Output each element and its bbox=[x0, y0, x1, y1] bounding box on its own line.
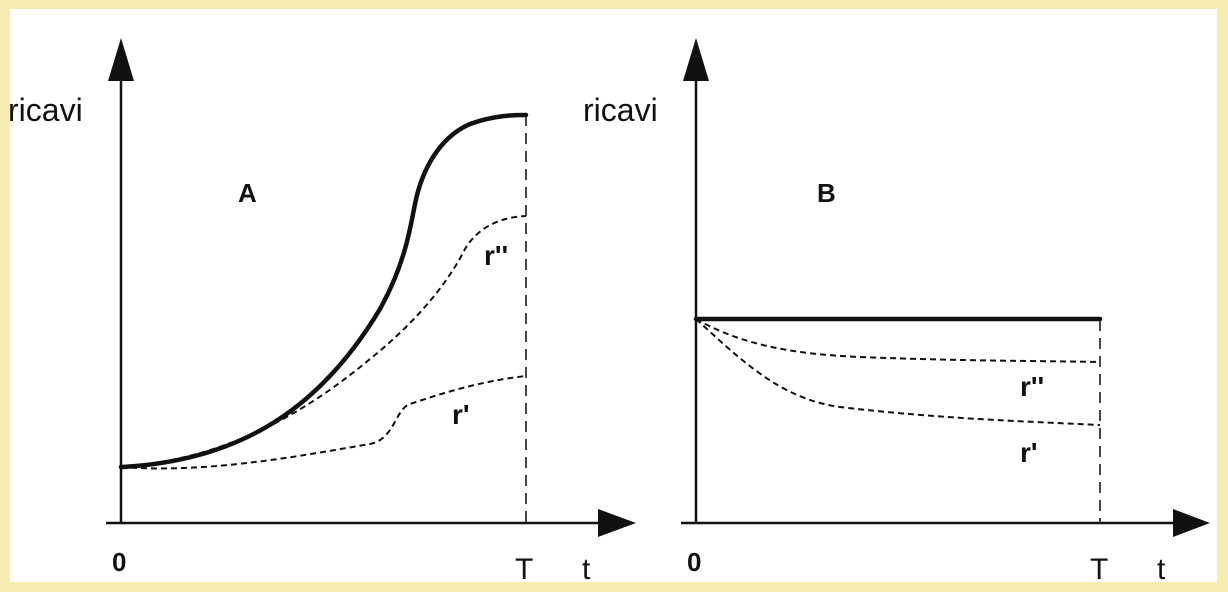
curve-r-double-a bbox=[120, 215, 527, 468]
y-axis-arrow-a bbox=[108, 38, 134, 81]
diagram-canvas: ricavi A r'' r' 0 T t ricavi B r'' r' 0 … bbox=[10, 38, 1210, 582]
curve-label-r-double-a: r'' bbox=[484, 240, 508, 271]
panel-label-b: B bbox=[817, 178, 836, 208]
x-axis-label-a: t bbox=[582, 553, 591, 582]
panel-a: ricavi A r'' r' 0 T t bbox=[10, 38, 636, 582]
y-axis-label-b: ricavi bbox=[583, 92, 658, 128]
t-end-label-b: T bbox=[1090, 553, 1108, 582]
x-axis-label-b: t bbox=[1157, 553, 1166, 582]
panel-label-a: A bbox=[238, 178, 257, 208]
curve-r-single-b bbox=[695, 318, 1101, 426]
curve-r-single-a bbox=[120, 375, 527, 470]
curve-label-r-double-b: r'' bbox=[1020, 371, 1044, 402]
y-axis-label-a: ricavi bbox=[10, 92, 83, 128]
curve-label-r-single-a: r' bbox=[452, 399, 470, 430]
y-axis-arrow-b bbox=[683, 38, 709, 81]
origin-label-b: 0 bbox=[687, 547, 701, 577]
origin-label-a: 0 bbox=[112, 547, 126, 577]
x-axis-arrow-b bbox=[1173, 509, 1210, 537]
figure-frame: ricavi A r'' r' 0 T t ricavi B r'' r' 0 … bbox=[10, 9, 1217, 582]
t-end-label-a: T bbox=[515, 553, 533, 582]
panel-b: ricavi B r'' r' 0 T t bbox=[583, 38, 1210, 582]
curve-label-r-single-b: r' bbox=[1020, 437, 1038, 468]
x-axis-arrow-a bbox=[598, 509, 636, 537]
curve-r-double-b bbox=[695, 318, 1101, 363]
